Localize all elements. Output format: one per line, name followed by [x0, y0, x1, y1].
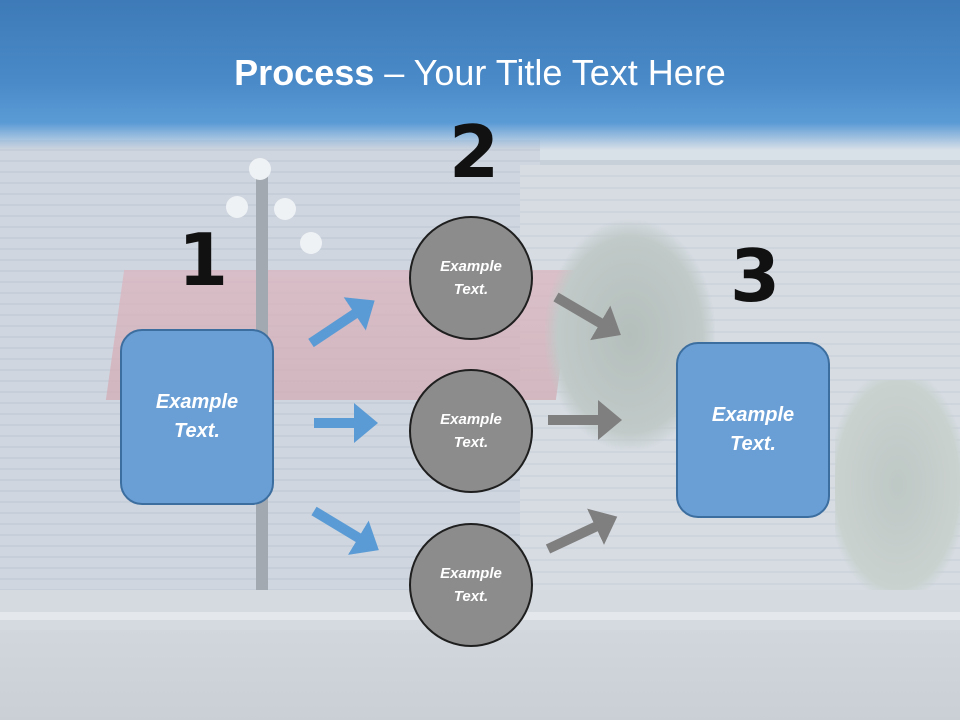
step-number-1: 1: [178, 218, 229, 302]
box-1-line2: Text.: [174, 420, 220, 442]
step-1-box[interactable]: Example Text.: [120, 329, 274, 505]
circle-3-line2: Text.: [453, 588, 489, 605]
arrow-blue-up: [308, 297, 375, 348]
box-3-line1: Example: [711, 404, 795, 426]
title-banner: [0, 0, 960, 150]
arrow-gray-up: [545, 508, 618, 554]
step-number-2: 2: [449, 110, 500, 194]
circle-1-line1: Example: [440, 258, 502, 275]
arrow-blue-down: [311, 506, 379, 555]
arrow-gray-down: [553, 292, 621, 341]
circle-2-line2: Text.: [453, 434, 489, 451]
box-3-line2: Text.: [730, 433, 776, 455]
step-2-circle-middle[interactable]: Example Text.: [409, 369, 533, 493]
circle-2-line1: Example: [440, 411, 502, 428]
step-number-3: 3: [730, 234, 781, 318]
title-rest: – Your Title Text Here: [374, 52, 726, 93]
step-2-circle-top[interactable]: Example Text.: [409, 216, 533, 340]
title-bold: Process: [234, 52, 375, 93]
step-2-circle-bottom[interactable]: Example Text.: [409, 523, 533, 647]
circle-1-line2: Text.: [453, 281, 489, 298]
box-1-line1: Example: [155, 391, 239, 413]
slide-title[interactable]: Process – Your Title Text Here: [0, 52, 960, 94]
circle-3-line1: Example: [440, 565, 502, 582]
step-3-box[interactable]: Example Text.: [676, 342, 830, 518]
